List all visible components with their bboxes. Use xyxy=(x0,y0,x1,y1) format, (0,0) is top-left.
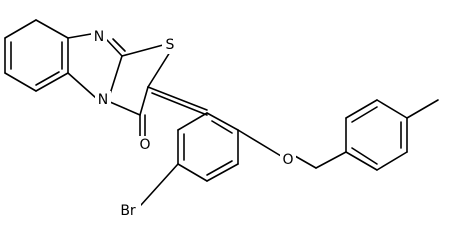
bond-6 xyxy=(4,19,37,39)
atom-o-ether-label: O xyxy=(282,152,293,168)
bond-3 xyxy=(35,72,69,92)
atom-o-ether: O xyxy=(280,151,296,169)
atom-n-bridge-label: N xyxy=(98,92,108,108)
bond-41 xyxy=(345,151,378,171)
atom-s: S xyxy=(162,36,178,54)
atom-n-bridge: N xyxy=(95,91,111,109)
bond-9 xyxy=(35,71,60,86)
bond-15 xyxy=(121,44,164,57)
bond-14 xyxy=(112,38,126,52)
bond-25 xyxy=(177,163,208,182)
bond-40 xyxy=(376,151,408,171)
bond-33 xyxy=(237,129,282,157)
bond-34 xyxy=(294,155,317,169)
bond-18 xyxy=(147,51,171,88)
bond-2 xyxy=(4,72,37,92)
bond-21 xyxy=(147,86,208,111)
bond-35 xyxy=(315,151,347,169)
atom-o-carbonyl-label: O xyxy=(139,137,150,153)
atom-br-label: Br xyxy=(120,203,136,219)
bond-11 xyxy=(67,72,97,99)
bond-42 xyxy=(351,106,378,123)
bond-12 xyxy=(106,39,123,57)
atom-o-carbonyl: O xyxy=(137,136,153,154)
bond-22 xyxy=(151,92,208,116)
bond-32 xyxy=(140,163,179,206)
bond-23 xyxy=(177,112,208,131)
atom-n-imidazole-label: N xyxy=(94,29,104,45)
bond-44 xyxy=(351,147,378,165)
bond-5 xyxy=(35,19,69,39)
bond-13 xyxy=(109,55,123,95)
bond-31 xyxy=(211,120,233,134)
atom-layer: N S N O O Br xyxy=(91,28,296,220)
bond-layer xyxy=(4,19,439,206)
bond-17 xyxy=(139,86,149,116)
atom-s-label: S xyxy=(166,37,175,53)
bond-38 xyxy=(376,99,408,119)
atom-br: Br xyxy=(115,202,141,220)
bond-10 xyxy=(67,33,92,39)
bond-28 xyxy=(206,112,239,131)
bond-45 xyxy=(406,99,439,119)
bond-16 xyxy=(109,101,141,116)
atom-n-imidazole: N xyxy=(91,28,107,46)
bond-26 xyxy=(206,163,239,182)
bond-30 xyxy=(206,160,233,176)
bond-37 xyxy=(345,99,378,119)
